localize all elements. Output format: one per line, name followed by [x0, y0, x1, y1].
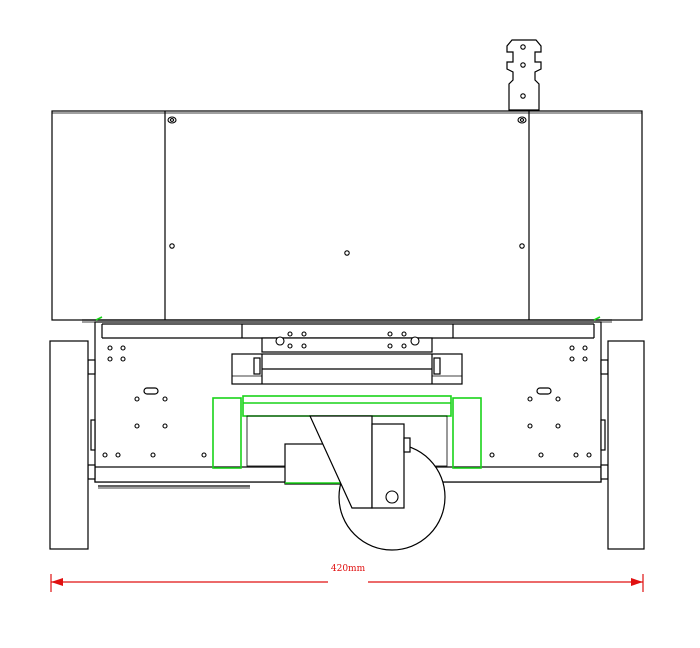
top-bracket	[506, 39, 542, 111]
arrow-right-icon	[631, 578, 643, 586]
arrow-left-icon	[51, 578, 63, 586]
upper-housing	[51, 110, 643, 321]
right-wheel	[607, 340, 645, 550]
dimension-label: 420mm	[331, 564, 366, 574]
width-dimension: 420mm	[50, 564, 644, 592]
caster-wheel	[284, 415, 446, 551]
left-wheel	[49, 340, 89, 550]
